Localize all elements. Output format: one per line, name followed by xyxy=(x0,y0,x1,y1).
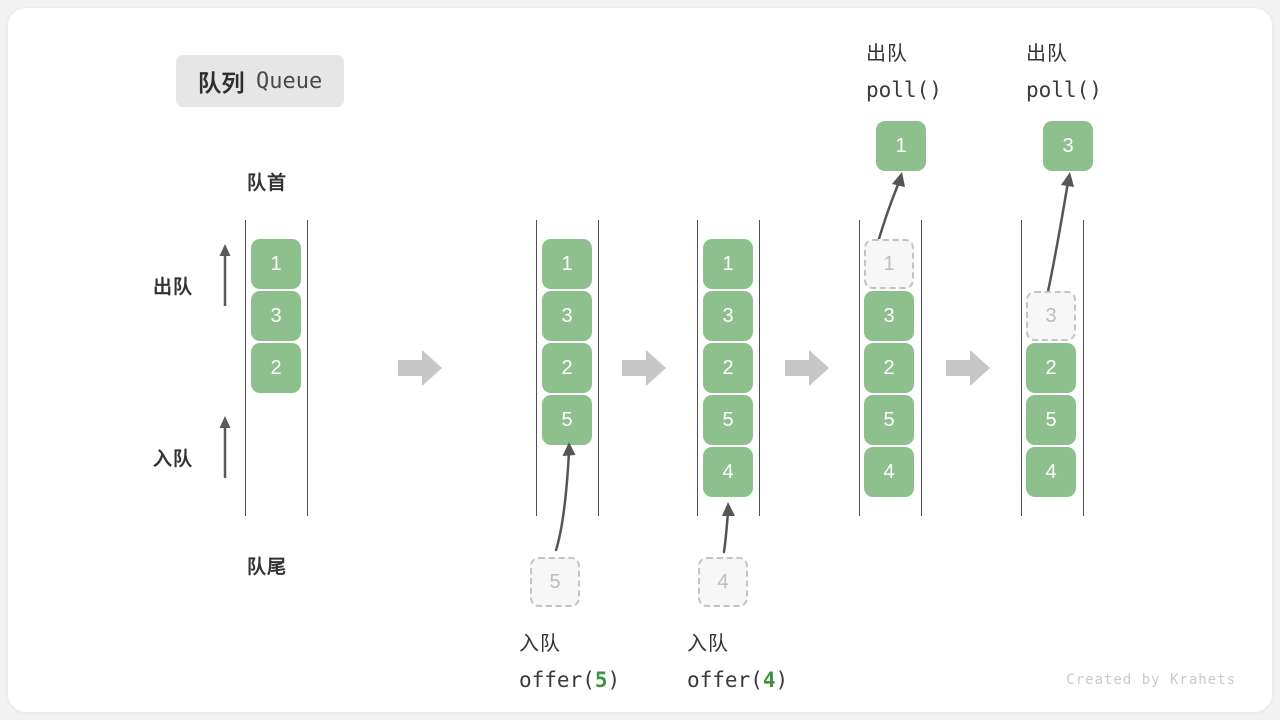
title-badge: 队列 Queue xyxy=(176,55,345,107)
queue-rail-left-col1 xyxy=(245,220,246,516)
queue-element: 3 xyxy=(703,291,753,341)
queue-rail-right-col3 xyxy=(759,220,760,516)
flow-arrow-icon xyxy=(398,348,442,388)
queue-rail-left-col4 xyxy=(859,220,860,516)
queue-element: 5 xyxy=(1026,395,1076,445)
diagram-card: 队列 Queue 队首 队尾 出队 入队 1 3 2 xyxy=(8,8,1272,712)
queue-element: 5 xyxy=(703,395,753,445)
enqueue-motion-arrow-icon xyxy=(533,438,593,553)
removed-element-ghost: 3 xyxy=(1026,291,1076,341)
queue-element: 2 xyxy=(864,343,914,393)
queue-element: 4 xyxy=(1026,447,1076,497)
queue-element: 3 xyxy=(251,291,301,341)
operation-name-cn: 入队 xyxy=(687,633,729,655)
title-en: Queue xyxy=(256,68,323,94)
dequeue-motion-arrow-icon xyxy=(863,168,923,248)
incoming-element-ghost: 4 xyxy=(698,557,748,607)
queue-element: 1 xyxy=(703,239,753,289)
queue-rail-left-col3 xyxy=(697,220,698,516)
queue-element: 2 xyxy=(542,343,592,393)
queue-head-label: 队首 xyxy=(247,173,288,194)
operation-label-offer-5: 入队 offer(5) xyxy=(519,626,620,698)
dequeue-side-label: 出队 xyxy=(153,277,194,298)
operation-name-cn: 出队 xyxy=(866,43,908,65)
flow-arrow-icon xyxy=(785,348,829,388)
queue-rail-left-col2 xyxy=(536,220,537,516)
queue-element: 2 xyxy=(703,343,753,393)
queue-element: 1 xyxy=(251,239,301,289)
flow-arrow-icon xyxy=(622,348,666,388)
operation-code: poll() xyxy=(866,78,942,102)
flow-arrow-icon xyxy=(946,348,990,388)
dequeue-motion-arrow-icon xyxy=(1028,168,1098,303)
operation-label-poll-3: 出队 poll() xyxy=(1026,36,1102,108)
queue-element: 4 xyxy=(864,447,914,497)
queue-element: 2 xyxy=(1026,343,1076,393)
enqueue-motion-arrow-icon xyxy=(708,498,748,554)
operation-code: offer(5) xyxy=(519,668,621,692)
queue-element: 3 xyxy=(542,291,592,341)
title-cn: 队列 xyxy=(198,70,245,96)
queue-element: 5 xyxy=(864,395,914,445)
queue-element: 1 xyxy=(542,239,592,289)
operation-label-offer-4: 入队 offer(4) xyxy=(687,626,788,698)
queue-element-new: 5 xyxy=(542,395,592,445)
queue-rail-right-col2 xyxy=(598,220,599,516)
queue-rail-right-col5 xyxy=(1083,220,1084,516)
enqueue-direction-arrow-icon xyxy=(215,416,235,478)
queue-rail-left-col5 xyxy=(1021,220,1022,516)
incoming-element-ghost: 5 xyxy=(530,557,580,607)
operation-code: offer(4) xyxy=(687,668,789,692)
popped-element: 3 xyxy=(1043,121,1093,171)
queue-rail-right-col1 xyxy=(307,220,308,516)
queue-element-new: 4 xyxy=(703,447,753,497)
operation-label-poll-1: 出队 poll() xyxy=(866,36,942,108)
queue-element: 2 xyxy=(251,343,301,393)
queue-rail-right-col4 xyxy=(921,220,922,516)
watermark: Created by Krahets xyxy=(1066,672,1236,688)
queue-element: 3 xyxy=(864,291,914,341)
enqueue-side-label: 入队 xyxy=(153,449,194,470)
operation-code: poll() xyxy=(1026,78,1102,102)
operation-name-cn: 入队 xyxy=(519,633,561,655)
operation-name-cn: 出队 xyxy=(1026,43,1068,65)
dequeue-direction-arrow-icon xyxy=(215,244,235,306)
popped-element: 1 xyxy=(876,121,926,171)
queue-tail-label: 队尾 xyxy=(247,557,288,578)
removed-element-ghost: 1 xyxy=(864,239,914,289)
